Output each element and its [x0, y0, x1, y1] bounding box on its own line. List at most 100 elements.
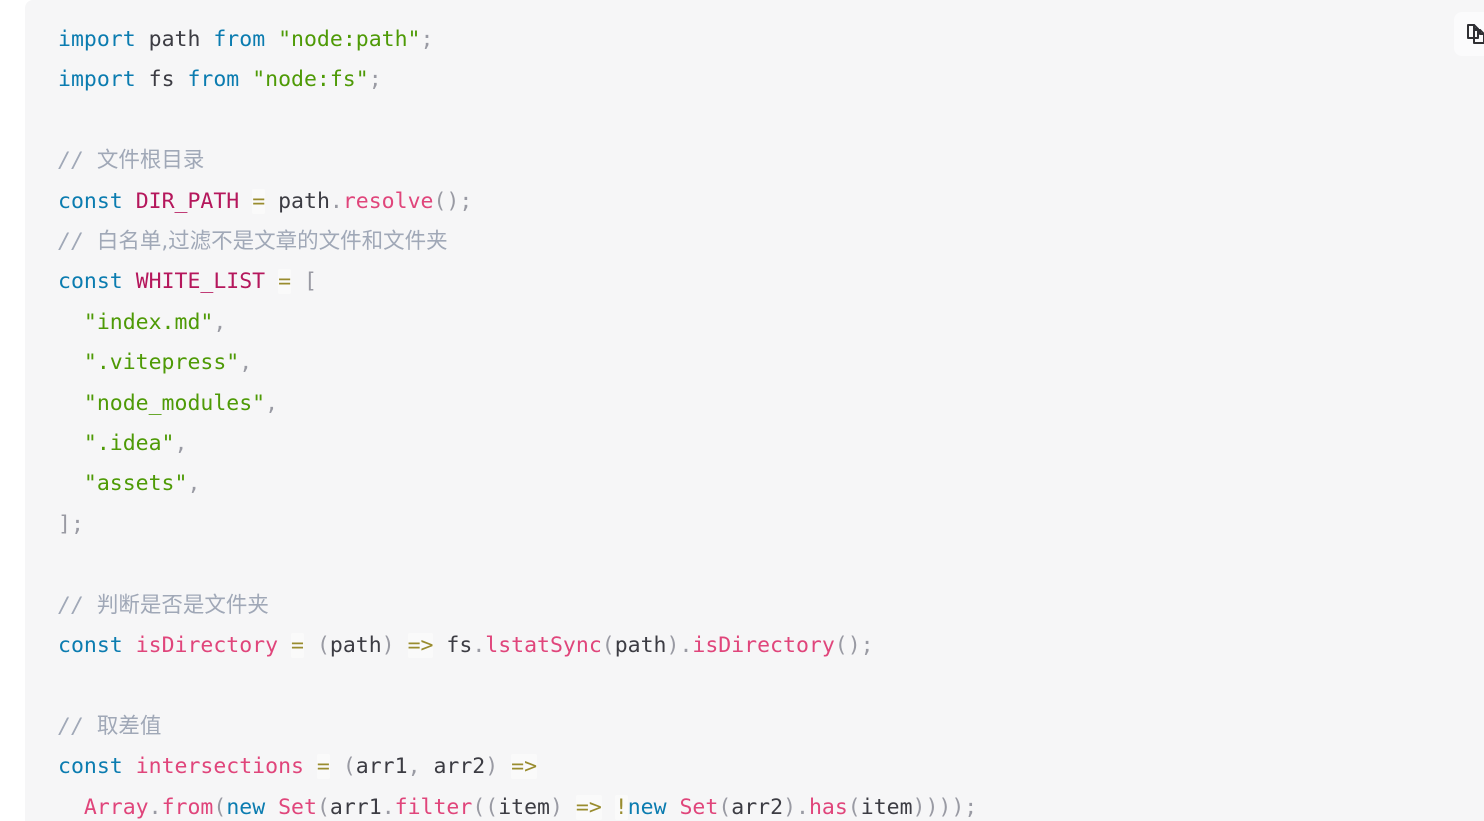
- token-punctuation: ();: [433, 188, 473, 214]
- token-identifier-path: path: [148, 27, 201, 52]
- token-constant-white-list: WHITE_LIST: [135, 269, 266, 295]
- code-line-1: import path from "node:path";: [58, 20, 1484, 60]
- token-punctuation: ,: [213, 309, 227, 335]
- token-punctuation: ): [485, 754, 499, 780]
- token-string-assets: "assets": [83, 471, 188, 497]
- code-line-2: import fs from "node:fs";: [58, 60, 1484, 100]
- token-string-node-path: "node:path": [278, 27, 421, 52]
- token-string-index-md: "index.md": [83, 309, 214, 335]
- token-param-arr1: arr1: [355, 754, 408, 780]
- token-keyword-import: import: [58, 27, 136, 52]
- code-line-17-blank: [58, 667, 1484, 707]
- token-punctuation: (: [213, 794, 227, 820]
- token-operator-arrow: =>: [575, 794, 602, 820]
- code-line-12: "assets",: [58, 464, 1484, 504]
- token-object-set: Set: [278, 794, 317, 820]
- token-method-is-directory: isDirectory: [692, 633, 835, 659]
- token-object-array: Array: [83, 794, 149, 820]
- token-punctuation: ();: [834, 633, 874, 659]
- token-identifier-path: path: [278, 188, 330, 214]
- token-method-filter: filter: [394, 794, 473, 820]
- token-punctuation: (: [316, 633, 330, 659]
- token-punctuation: (: [342, 754, 356, 780]
- code-line-19: const intersections = (arr1, arr2) =>: [58, 747, 1484, 787]
- token-punctuation: (: [601, 633, 615, 659]
- token-comment-text: 白名单,过滤不是文章的文件和文件夹: [96, 229, 448, 255]
- code-scroll-area[interactable]: import path from "node:path";import fs f…: [25, 0, 1484, 821]
- token-constant-dir-path: DIR_PATH: [135, 188, 240, 214]
- code-line-3-blank: [58, 101, 1484, 141]
- code-line-18: // 取差值: [58, 707, 1484, 747]
- code-block: import path from "node:path";import fs f…: [25, 0, 1484, 821]
- token-punctuation: ;: [420, 27, 434, 52]
- token-keyword-from: from: [213, 27, 266, 52]
- token-punctuation: ((: [472, 794, 499, 820]
- token-operator-assign: =: [252, 188, 266, 214]
- code-line-10: "node_modules",: [58, 384, 1484, 424]
- token-punctuation: ): [549, 794, 563, 820]
- token-comment-text: 取差值: [96, 713, 162, 739]
- token-operator-not: !: [614, 794, 628, 820]
- code-line-4: // 文件根目录: [58, 141, 1484, 181]
- token-comment-text: 判断是否是文件夹: [96, 592, 269, 618]
- token-comment-slashes: //: [58, 148, 97, 174]
- token-keyword-const: const: [58, 633, 123, 659]
- token-keyword-const: const: [58, 188, 123, 214]
- code-line-8: "index.md",: [58, 303, 1484, 343]
- token-comment-slashes: //: [58, 713, 97, 739]
- token-punctuation: .: [329, 188, 343, 214]
- token-punctuation: (: [847, 794, 861, 820]
- token-param-path: path: [614, 633, 667, 659]
- token-keyword-import: import: [58, 67, 136, 93]
- copy-icon: [1464, 22, 1484, 46]
- token-punctuation: ;: [368, 67, 382, 93]
- token-identifier-fs: fs: [148, 67, 175, 93]
- token-keyword-const: const: [58, 269, 123, 295]
- token-param-arr1: arr1: [329, 794, 382, 820]
- token-punctuation: ,: [187, 471, 201, 497]
- token-identifier-fs: fs: [446, 633, 473, 659]
- code-line-9: ".vitepress",: [58, 343, 1484, 383]
- token-operator-assign: =: [291, 633, 304, 659]
- token-keyword-new: new: [226, 794, 266, 820]
- token-punctuation: ).: [666, 633, 693, 659]
- token-string-idea: ".idea": [83, 431, 175, 457]
- token-comment-text: 文件根目录: [96, 148, 205, 174]
- token-punctuation: .: [148, 794, 162, 820]
- token-param-arr2: arr2: [433, 754, 486, 780]
- copy-code-button[interactable]: [1454, 12, 1484, 56]
- token-punctuation: .: [472, 633, 486, 659]
- code-line-11: ".idea",: [58, 424, 1484, 464]
- token-comment-slashes: //: [58, 229, 97, 255]
- token-param-path: path: [329, 633, 382, 659]
- token-punctuation: (: [718, 794, 732, 820]
- code-line-15: // 判断是否是文件夹: [58, 586, 1484, 626]
- code-line-14-blank: [58, 545, 1484, 585]
- token-param-item: item: [860, 794, 913, 820]
- token-string-node-fs: "node:fs": [252, 67, 369, 93]
- token-comment-slashes: //: [58, 592, 97, 618]
- code-line-6: // 白名单,过滤不是文章的文件和文件夹: [58, 222, 1484, 262]
- code-line-5: const DIR_PATH = path.resolve();: [58, 182, 1484, 222]
- code-content[interactable]: import path from "node:path";import fs f…: [25, 0, 1484, 821]
- token-method-lstat-sync: lstatSync: [485, 633, 602, 659]
- token-keyword-const: const: [58, 754, 123, 780]
- token-punctuation: ,: [239, 350, 253, 376]
- code-line-20: Array.from(new Set(arr1.filter((item) =>…: [58, 788, 1484, 821]
- token-punctuation: ,: [265, 390, 279, 416]
- code-line-16: const isDirectory = (path) => fs.lstatSy…: [58, 626, 1484, 666]
- token-function-is-directory: isDirectory: [135, 633, 279, 659]
- token-method-has: has: [808, 794, 848, 820]
- token-method-resolve: resolve: [342, 188, 434, 214]
- token-punctuation: [: [304, 269, 317, 295]
- code-line-7: const WHITE_LIST = [: [58, 262, 1484, 302]
- token-punctuation: (: [316, 794, 330, 820]
- token-punctuation: ,: [407, 754, 421, 780]
- token-object-set: Set: [679, 794, 719, 820]
- token-punctuation: ).: [783, 794, 809, 820]
- token-param-item: item: [498, 794, 550, 820]
- token-punctuation: .: [381, 794, 395, 820]
- token-punctuation: ): [381, 633, 395, 659]
- code-line-13: ];: [58, 505, 1484, 545]
